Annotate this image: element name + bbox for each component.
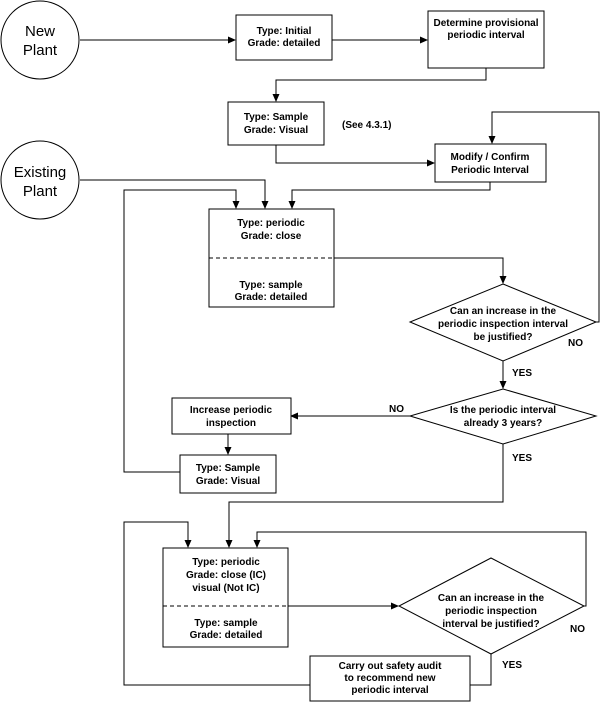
svg-text:Plant: Plant: [23, 183, 58, 200]
see-reference-note: (See 4.3.1): [342, 120, 391, 131]
svg-text:Type: periodic: Type: periodic: [192, 557, 260, 568]
edge-label-no-2: NO: [389, 404, 404, 415]
svg-text:Grade: detailed: Grade: detailed: [235, 292, 308, 303]
edge-decision3-yes-to-audit: [470, 654, 492, 686]
edge-loop-left-to-periodic-ic: [123, 521, 310, 686]
svg-text:already 3 years?: already 3 years?: [464, 418, 542, 429]
svg-text:Is the periodic interval: Is the periodic interval: [450, 405, 556, 416]
svg-text:New: New: [25, 23, 55, 40]
edge-label-yes-2: YES: [512, 453, 532, 464]
svg-text:Carry out safety audit: Carry out safety audit: [339, 661, 442, 672]
edge-modify-to-periodic: [288, 182, 491, 209]
svg-text:Can an increase in the: Can an increase in the: [438, 593, 545, 604]
edge-decision1-no-to-modify: [488, 111, 600, 323]
svg-text:Can an increase in the: Can an increase in the: [450, 306, 557, 317]
modify-confirm-box: Modify / Confirm Periodic Interval: [434, 143, 547, 183]
svg-text:periodic inspection interval: periodic inspection interval: [438, 319, 568, 330]
svg-text:Plant: Plant: [23, 42, 58, 59]
svg-text:periodic interval: periodic interval: [351, 685, 428, 696]
svg-text:Type: sample: Type: sample: [239, 280, 303, 291]
edge-decision2-yes-to-periodic-ic: [225, 444, 504, 548]
svg-text:interval be justified?: interval be justified?: [442, 619, 539, 630]
svg-text:Grade: close: Grade: close: [241, 231, 302, 242]
provisional-interval-box: Determine provisional periodic interval: [427, 10, 545, 69]
svg-text:periodic interval: periodic interval: [447, 30, 524, 41]
svg-text:periodic inspection: periodic inspection: [445, 606, 537, 617]
decision-three-years: Is the periodic interval already 3 years…: [408, 388, 598, 445]
existing-plant-node: Existing Plant: [0, 140, 80, 220]
initial-inspection-box: Type: Initial Grade: detailed: [235, 14, 333, 61]
decision-justified-1: Can an increase in the periodic inspecti…: [408, 283, 598, 362]
edge-provisional-to-sample1: [272, 68, 487, 102]
edge-label-yes-1: YES: [512, 368, 532, 379]
edge-label-no-3: NO: [570, 624, 585, 635]
svg-text:Existing: Existing: [14, 164, 67, 181]
edge-decision3-no-to-periodic-ic: [253, 531, 587, 607]
svg-text:inspection: inspection: [206, 418, 256, 429]
sample-visual-box-2: Type: Sample Grade: Visual: [179, 454, 277, 494]
decision-justified-2: Can an increase in the periodic inspecti…: [397, 557, 586, 655]
svg-text:be justified?: be justified?: [474, 332, 533, 343]
svg-text:Grade: detailed: Grade: detailed: [190, 630, 263, 641]
svg-text:Type: periodic: Type: periodic: [237, 218, 305, 229]
svg-text:Grade: close (IC): Grade: close (IC): [186, 570, 266, 581]
safety-audit-box: Carry out safety audit to recommend new …: [309, 655, 471, 702]
svg-text:Type: sample: Type: sample: [194, 618, 258, 629]
svg-text:Grade: Visual: Grade: Visual: [196, 476, 261, 487]
svg-text:Increase periodic: Increase periodic: [190, 405, 273, 416]
increase-periodic-box: Increase periodic inspection: [171, 397, 292, 435]
edge-loop-left-to-periodic: [123, 189, 240, 473]
edges: [80, 36, 600, 686]
sample-visual-box-1: Type: Sample Grade: Visual: [227, 101, 325, 146]
periodic-ic-box: Type: periodic Grade: close (IC) visual …: [162, 547, 289, 648]
periodic-close-box: Type: periodic Grade: close Type: sample…: [208, 208, 335, 308]
edge-label-yes-3: YES: [502, 660, 522, 671]
svg-text:Grade: detailed: Grade: detailed: [248, 38, 321, 49]
svg-text:visual (Not IC): visual (Not IC): [192, 583, 259, 594]
svg-text:Modify / Confirm: Modify / Confirm: [451, 152, 530, 163]
svg-text:Grade: Visual: Grade: Visual: [244, 125, 309, 136]
svg-text:to recommend new: to recommend new: [344, 673, 435, 684]
edge-label-no-1: NO: [568, 338, 583, 349]
edge-periodic-to-decision1: [334, 257, 507, 284]
svg-text:Type: Initial: Type: Initial: [257, 26, 312, 37]
new-plant-node: New Plant: [0, 0, 80, 80]
svg-text:Type: Sample: Type: Sample: [244, 112, 309, 123]
svg-text:Periodic Interval: Periodic Interval: [451, 165, 529, 176]
svg-text:Type: Sample: Type: Sample: [196, 463, 261, 474]
svg-text:Determine provisional: Determine provisional: [433, 18, 538, 29]
edge-existing-to-periodic: [80, 179, 269, 209]
edge-sample1-to-modify: [275, 145, 435, 167]
